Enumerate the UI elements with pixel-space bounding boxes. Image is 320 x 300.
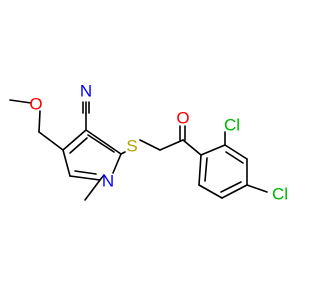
bond-co-ar xyxy=(182,139,202,156)
bond-c5-c6 xyxy=(69,175,101,181)
bond-s-ch2 xyxy=(139,139,161,151)
atom-labels: N N S O O Cl Cl xyxy=(29,82,288,204)
bond-o-ch3 xyxy=(9,99,32,104)
bond-c4-ch2 xyxy=(38,131,64,151)
bond-ar-2-3 xyxy=(224,144,248,160)
bond-ar-6-1 xyxy=(198,154,202,186)
bond-c5-c6-inner xyxy=(74,170,97,175)
sulfur-label: S xyxy=(126,137,137,156)
bond-n1-c2 xyxy=(112,153,122,174)
chlorine-para-label: Cl xyxy=(272,185,288,204)
bond-ar-5-6 xyxy=(198,184,223,199)
bond-c4-c5 xyxy=(62,149,71,177)
bond-c3-c4 xyxy=(62,129,87,151)
pyridine-nitrogen-label: N xyxy=(102,172,114,191)
bond-c2-s xyxy=(120,151,126,155)
bond-ar-4-5 xyxy=(221,184,248,199)
bond-c2-c3-inner xyxy=(87,134,115,153)
nitrile-nitrogen-label: N xyxy=(80,82,92,101)
bond-ar-1-2 xyxy=(200,144,226,156)
bond-c6-methyl xyxy=(84,179,101,201)
ketone-oxygen-label: O xyxy=(176,109,189,128)
bond-c6-n1 xyxy=(99,174,105,181)
bond-lines xyxy=(9,99,268,201)
bond-ar-2-3-inner xyxy=(225,151,244,164)
chlorine-ortho-label: Cl xyxy=(224,116,240,135)
bond-ar-6-1-inner xyxy=(204,157,208,182)
bond-ch2-o xyxy=(38,110,41,133)
bond-c3-c4-inner xyxy=(69,137,88,154)
bond-c2-c3 xyxy=(85,129,122,155)
bond-ch2-co xyxy=(159,139,184,151)
bond-ar-cl-para xyxy=(246,184,268,193)
molecule-structure-diagram: N N S O O Cl Cl xyxy=(9,82,288,204)
bond-ar-4-5-inner xyxy=(220,181,242,193)
ether-oxygen-label: O xyxy=(29,95,42,114)
